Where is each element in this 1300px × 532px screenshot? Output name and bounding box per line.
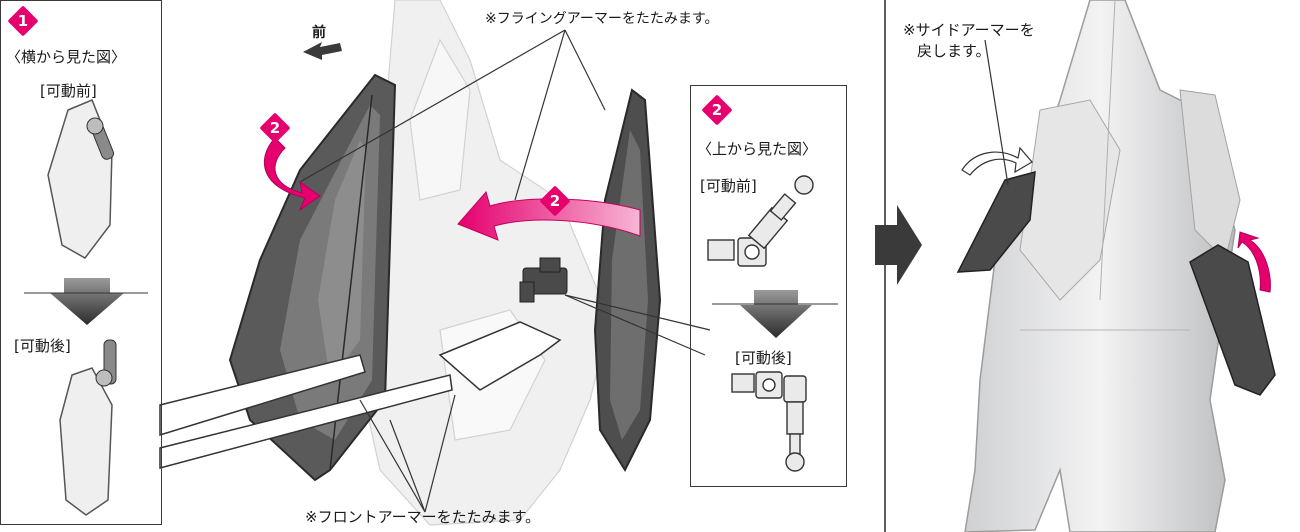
fold-arrow (457, 190, 641, 241)
flying-armor-note: ※フライングアーマーをたたみます。 (485, 11, 719, 27)
step-badge-1: 1 (7, 5, 39, 37)
side-view-before (47, 99, 115, 259)
front-direction-arrow (303, 42, 342, 60)
side-view-title: 〈横から見た図〉 (6, 48, 127, 66)
side-view-after (59, 339, 117, 516)
front-armor-plate (438, 321, 562, 391)
side-armor-note-line2: 戻します。 (917, 42, 991, 60)
step-badge-2-panel: 2 (701, 94, 733, 126)
top-view-after-label: [可動後] (735, 349, 792, 367)
side-armor-leader (984, 39, 1009, 186)
leader-lines (299, 29, 711, 513)
top-view-panel (690, 85, 847, 487)
left-side-armor (956, 170, 1036, 273)
top-view-title: 〈上から見た図〉 (697, 140, 818, 158)
side-view-down-arrow (50, 278, 124, 325)
right-side-armor (1189, 244, 1276, 396)
right-flying-armor (593, 88, 662, 473)
side-view-before-label: [可動前] (40, 82, 97, 100)
step-badge-2-fold: 2 (539, 185, 571, 217)
rotate-arrow (263, 137, 321, 212)
step-badge-2-rotate: 2 (259, 112, 291, 144)
next-step-arrow (875, 205, 922, 285)
front-label: 前 (312, 25, 326, 41)
hinge-part (519, 257, 568, 303)
top-view-before (707, 175, 814, 267)
left-side-arrow (961, 146, 1033, 176)
side-view-after-label: [可動後] (14, 337, 71, 355)
right-side-arrow (1237, 231, 1271, 293)
front-armor-note: ※フロントアーマーをたたみます。 (305, 508, 541, 526)
side-armor-note-line1: ※サイドアーマーを (903, 21, 1035, 39)
ghost-robot-body (359, 0, 611, 526)
top-view-down-arrow (740, 290, 812, 338)
robot-figure (964, 0, 1241, 532)
callout-wedges (159, 354, 453, 469)
top-view-before-label: [可動前] (700, 177, 757, 195)
top-view-after (731, 371, 807, 472)
side-view-panel (0, 0, 162, 525)
